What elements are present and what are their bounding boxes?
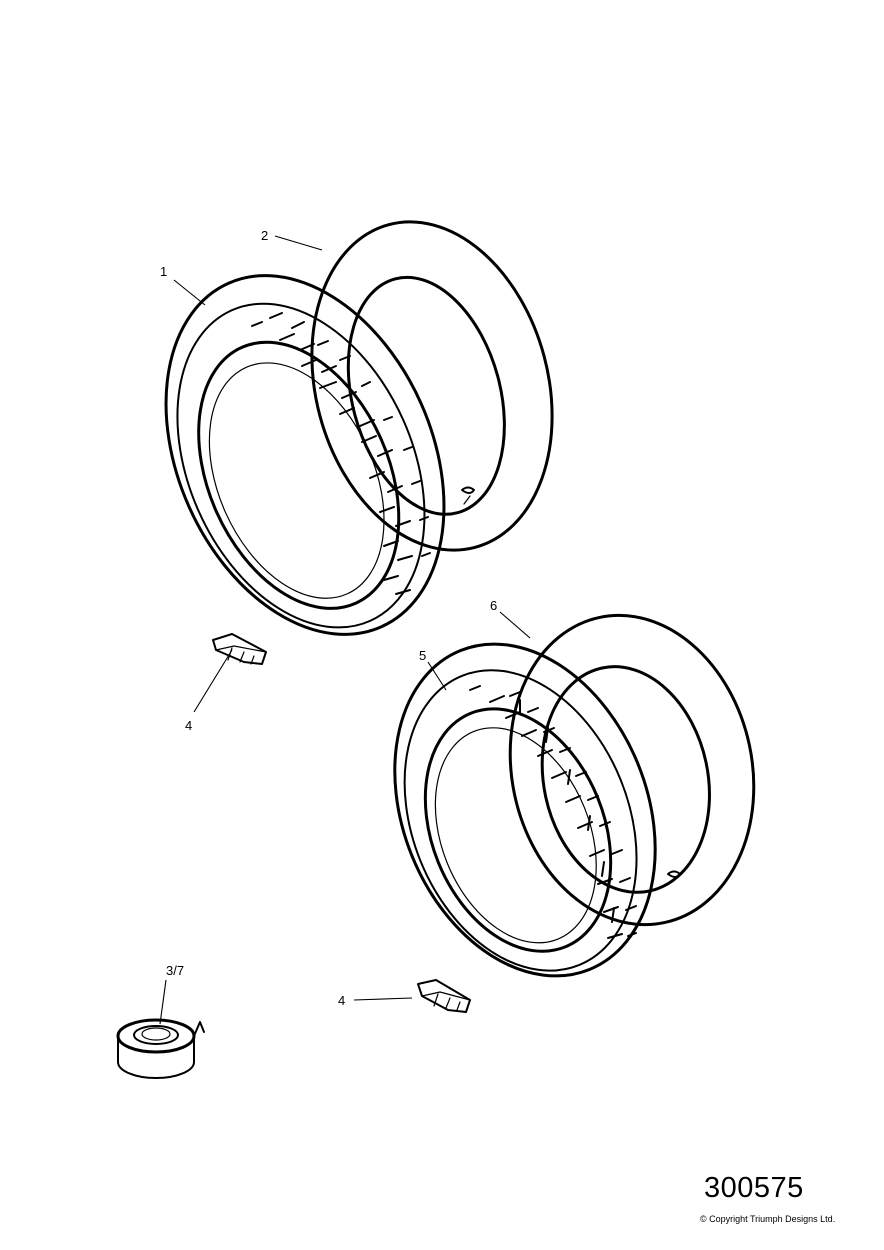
rear-tyre: [164, 274, 446, 636]
callout-5: 5: [419, 648, 426, 663]
callout-4-upper: 4: [185, 718, 192, 733]
rim-tape-roll: [116, 1018, 205, 1079]
callout-2: 2: [261, 228, 268, 243]
callout-6: 6: [490, 598, 497, 613]
front-tyre: [393, 642, 657, 978]
balance-weight-upper: [212, 633, 267, 665]
leader-lines: [159, 235, 531, 1025]
figure-number: 300575: [704, 1172, 804, 1204]
callout-3-7: 3/7: [166, 963, 184, 978]
rear-inner-tube: [310, 220, 554, 552]
balance-weight-lower: [417, 979, 471, 1013]
callout-4-lower: 4: [338, 993, 345, 1008]
copyright-notice: © Copyright Triumph Designs Ltd.: [700, 1214, 836, 1224]
callout-1: 1: [160, 264, 167, 279]
